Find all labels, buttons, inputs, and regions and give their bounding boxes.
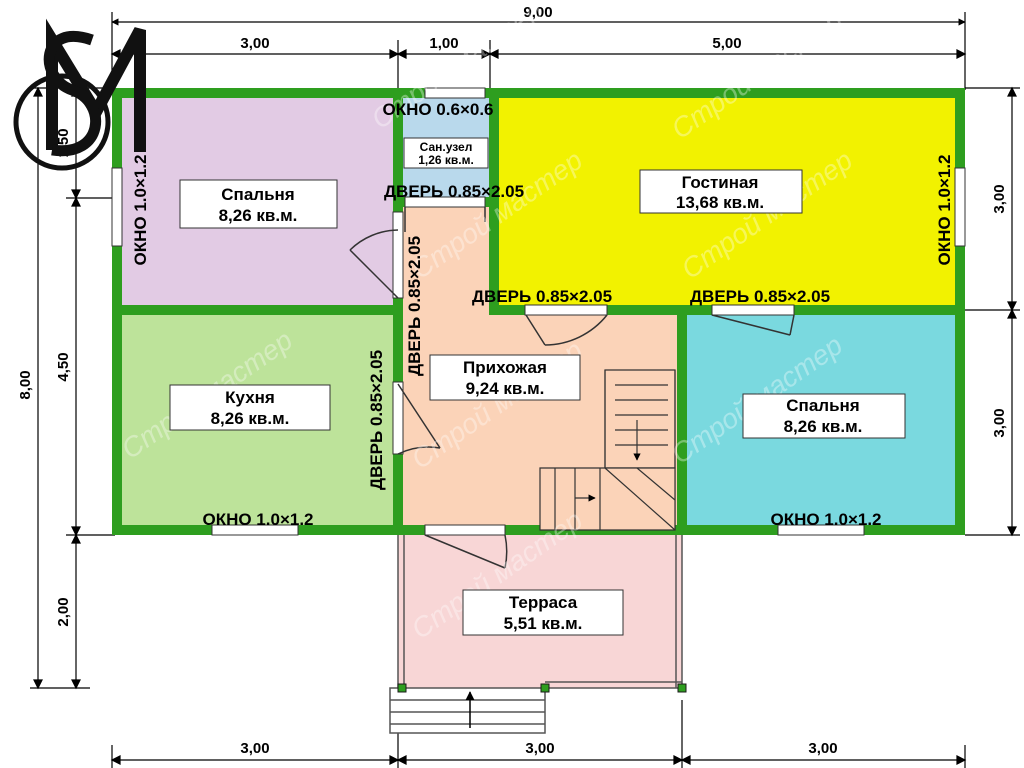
dim-left-total: 8,00 bbox=[17, 370, 34, 399]
dim-top-total: 9,00 bbox=[523, 4, 552, 21]
label-window-bath: ОКНО 0.6×0.6 bbox=[382, 100, 493, 119]
label-terrace: Терраса 5,51 кв.м. bbox=[462, 589, 624, 636]
label-bedroom-left: Спальня 8,26 кв.м. bbox=[179, 179, 338, 229]
room-area: 5,51 кв.м. bbox=[504, 614, 583, 633]
door-swing-bedroom bbox=[349, 229, 399, 299]
label-window-left: ОКНО 1.0×1.2 bbox=[131, 154, 150, 265]
dim-bottom-left: 3,00 bbox=[240, 740, 269, 757]
room-name: Спальня bbox=[221, 185, 294, 204]
terrace-frame bbox=[389, 535, 683, 734]
label-living: Гостиная 13,68 кв.м. bbox=[639, 169, 803, 214]
window-bedroom-left bbox=[111, 167, 123, 247]
label-door-kitchen-vertical: ДВЕРЬ 0.85×2.05 bbox=[367, 350, 386, 490]
door-gap-living-right bbox=[711, 304, 795, 316]
label-door-living-right: ДВЕРЬ 0.85×2.05 bbox=[690, 287, 830, 306]
label-bath: Сан.узел 1,26 кв.м. bbox=[403, 137, 489, 169]
logo-s-letter bbox=[43, 31, 101, 157]
dim-right-bottom: 3,00 bbox=[991, 408, 1008, 437]
logo-ring bbox=[13, 73, 111, 171]
dim-bottom-right: 3,00 bbox=[808, 740, 837, 757]
room-hall-upper bbox=[398, 206, 490, 316]
staircase bbox=[539, 369, 676, 531]
window-kitchen bbox=[211, 524, 299, 536]
opening-labels: ОКНО 0.6×0.6 ДВЕРЬ 0.85×2.05 ОКНО 1.0×1.… bbox=[131, 100, 954, 529]
room-name: Прихожая bbox=[463, 358, 547, 377]
terrace-steps bbox=[389, 687, 546, 734]
room-name: Спальня bbox=[786, 396, 859, 415]
door-gap-living-left bbox=[524, 304, 608, 316]
room-labels: Спальня 8,26 кв.м. Кухня 8,26 кв.м. Гост… bbox=[169, 137, 906, 636]
dim-top-mid: 1,00 bbox=[429, 35, 458, 52]
openings bbox=[111, 87, 966, 536]
door-gap-kitchen bbox=[392, 381, 404, 455]
door-gap-bedroom bbox=[392, 211, 404, 299]
door-swing-kitchen bbox=[397, 383, 441, 455]
door-gap-entrance bbox=[424, 524, 506, 536]
door-swing-living-right bbox=[711, 314, 795, 336]
label-door-bath: ДВЕРЬ 0.85×2.05 bbox=[384, 182, 524, 201]
room-area: 8,26 кв.м. bbox=[219, 206, 298, 225]
room-area: 8,26 кв.м. bbox=[211, 409, 290, 428]
window-bath bbox=[424, 87, 486, 99]
dim-left-bottom: 2,00 bbox=[55, 597, 72, 626]
room-name: Гостиная bbox=[682, 173, 759, 192]
label-window-bedroom-right: ОКНО 1.0×1.2 bbox=[770, 510, 881, 529]
door-swing-entrance bbox=[424, 534, 508, 569]
dimension-lines bbox=[30, 12, 1020, 768]
window-bedroom-right bbox=[777, 524, 865, 536]
label-door-living-left: ДВЕРЬ 0.85×2.05 bbox=[472, 287, 612, 306]
room-name: Сан.узел bbox=[420, 140, 473, 154]
label-bedroom-right: Спальня 8,26 кв.м. bbox=[742, 393, 906, 439]
room-area: 1,26 кв.м. bbox=[418, 153, 474, 167]
dim-top-left: 3,00 bbox=[240, 35, 269, 52]
dim-bottom-mid: 3,00 bbox=[525, 740, 554, 757]
room-area: 13,68 кв.м. bbox=[676, 193, 764, 212]
label-kitchen: Кухня 8,26 кв.м. bbox=[169, 384, 331, 431]
logo-monogram bbox=[13, 18, 146, 171]
dim-right-top: 3,00 bbox=[991, 184, 1008, 213]
label-window-kitchen: ОКНО 1.0×1.2 bbox=[202, 510, 313, 529]
dim-top-right: 5,00 bbox=[712, 35, 741, 52]
room-name: Терраса bbox=[509, 593, 578, 612]
door-swing-bath bbox=[404, 207, 486, 232]
room-area: 8,26 кв.м. bbox=[784, 417, 863, 436]
label-hall: Прихожая 9,24 кв.м. bbox=[429, 354, 581, 401]
label-window-living: ОКНО 1.0×1.2 bbox=[935, 154, 954, 265]
door-swings bbox=[349, 207, 795, 569]
room-area: 9,24 кв.м. bbox=[466, 379, 545, 398]
dim-left-mid: 4,50 bbox=[55, 352, 72, 381]
room-name: Кухня bbox=[225, 388, 275, 407]
door-swing-living-left bbox=[525, 314, 608, 346]
window-living bbox=[954, 167, 966, 247]
room-fills bbox=[112, 88, 965, 688]
label-door-bedroom-vertical: ДВЕРЬ 0.85×2.05 bbox=[405, 236, 424, 376]
door-gap-bath bbox=[404, 196, 486, 208]
dimension-labels: 9,00 3,00 1,00 5,00 3,00 3,00 3,00 8,00 … bbox=[17, 4, 1008, 757]
